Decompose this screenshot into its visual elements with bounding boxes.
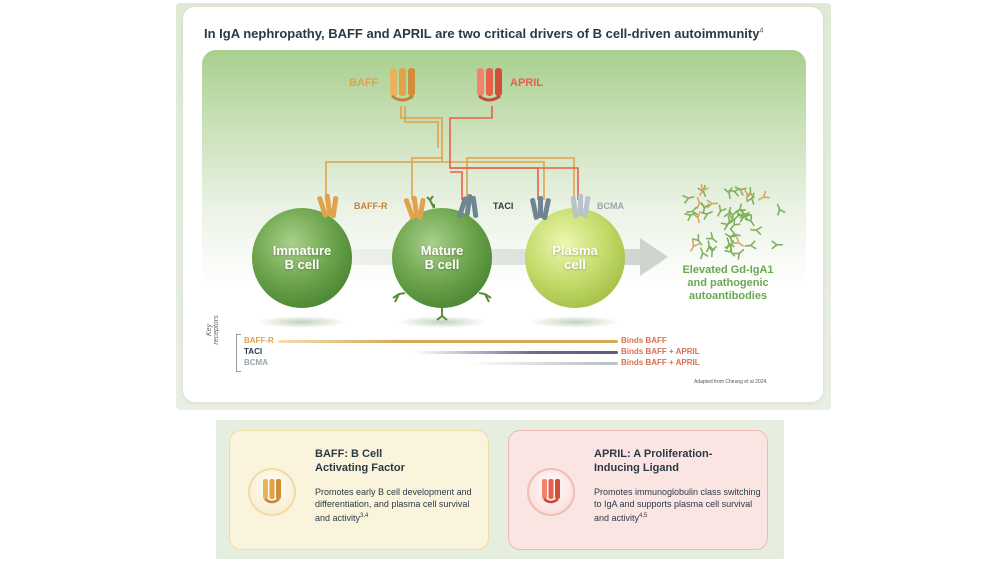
april-icon — [527, 468, 575, 516]
antibody-icon — [682, 194, 695, 204]
baff-lines — [325, 106, 575, 200]
antibody-icon — [724, 245, 736, 257]
antibody-icon — [706, 232, 718, 243]
page-title: In IgA nephropathy, BAFF and APRIL are t… — [204, 26, 764, 41]
baff-r-label: BAFF-R — [354, 201, 388, 211]
mature-b-cell — [392, 208, 492, 308]
antibody-icon — [728, 187, 741, 197]
antibody-icon — [750, 226, 763, 236]
antibody-icon — [732, 236, 745, 247]
bcma-receptor-icon — [570, 194, 591, 219]
antibody-icon — [732, 248, 745, 260]
antibody-icon — [707, 245, 717, 258]
antibody-icon — [744, 214, 755, 227]
baff-icon — [248, 468, 296, 516]
april-ligand-label: APRIL — [510, 77, 543, 89]
antibody-icon — [733, 209, 745, 221]
antibody-cluster — [682, 184, 786, 260]
key-row-name-bcma: BCMA — [244, 358, 268, 367]
antibody-icon — [723, 186, 733, 200]
april-card-title: APRIL: A Proliferation-Inducing Ligand — [594, 448, 713, 474]
immature-b-cell — [252, 208, 352, 308]
taci-receptor-icon — [457, 194, 479, 218]
key-row-note-bcma: Binds BAFF + APRIL — [621, 358, 700, 367]
april-lines — [449, 106, 579, 200]
april-card-body: Promotes immunoglobulin class switching … — [594, 487, 761, 523]
antibody-icon — [716, 204, 727, 217]
antibody-icon — [743, 188, 754, 201]
pathway-diagram — [252, 68, 786, 328]
baff-r-receptor-icon — [317, 193, 339, 219]
surface-antibody-icon — [392, 195, 492, 321]
antibody-icon — [691, 233, 703, 246]
taci-label: TACI — [493, 201, 514, 211]
baff-r-receptor-icon — [403, 195, 426, 221]
antibody-icon — [723, 206, 733, 220]
baff-ligand-label: BAFF — [349, 77, 379, 89]
antibody-icon — [771, 240, 783, 250]
key-row-note-taci: Binds BAFF + APRIL — [621, 347, 700, 356]
baff-card-body: Promotes early B cell development and di… — [315, 487, 472, 523]
baff-r-bar — [278, 340, 618, 343]
key-row-note-baff-r: Binds BAFF — [621, 336, 667, 345]
key-bracket — [236, 334, 241, 372]
taci-bar — [278, 351, 618, 354]
antibody-icon — [728, 228, 741, 238]
antibody-icon — [739, 210, 750, 223]
antibody-icon — [757, 190, 770, 201]
antibody-icon — [720, 220, 733, 231]
antibody-icon — [706, 199, 718, 209]
antibody-icon — [699, 247, 709, 260]
antibody-icon — [697, 184, 707, 198]
source-note: Adapted from Cheung et al 2024. — [694, 379, 768, 385]
april-ligand-icon — [477, 68, 502, 102]
bcma-label: BCMA — [597, 201, 624, 211]
key-row-name-baff-r: BAFF-R — [244, 336, 274, 345]
plasma-cell — [525, 208, 625, 308]
antibody-icon — [776, 203, 786, 216]
antibody-icon — [744, 240, 757, 250]
key-row-name-taci: TACI — [244, 347, 263, 356]
antibody-icon — [698, 184, 709, 197]
antibody-icon — [700, 202, 710, 215]
baff-ligand-icon — [390, 68, 415, 102]
bcma-bar — [278, 362, 618, 365]
antibody-icon — [686, 206, 699, 216]
taci-receptor-icon — [530, 196, 551, 221]
antibody-icon — [689, 239, 700, 252]
